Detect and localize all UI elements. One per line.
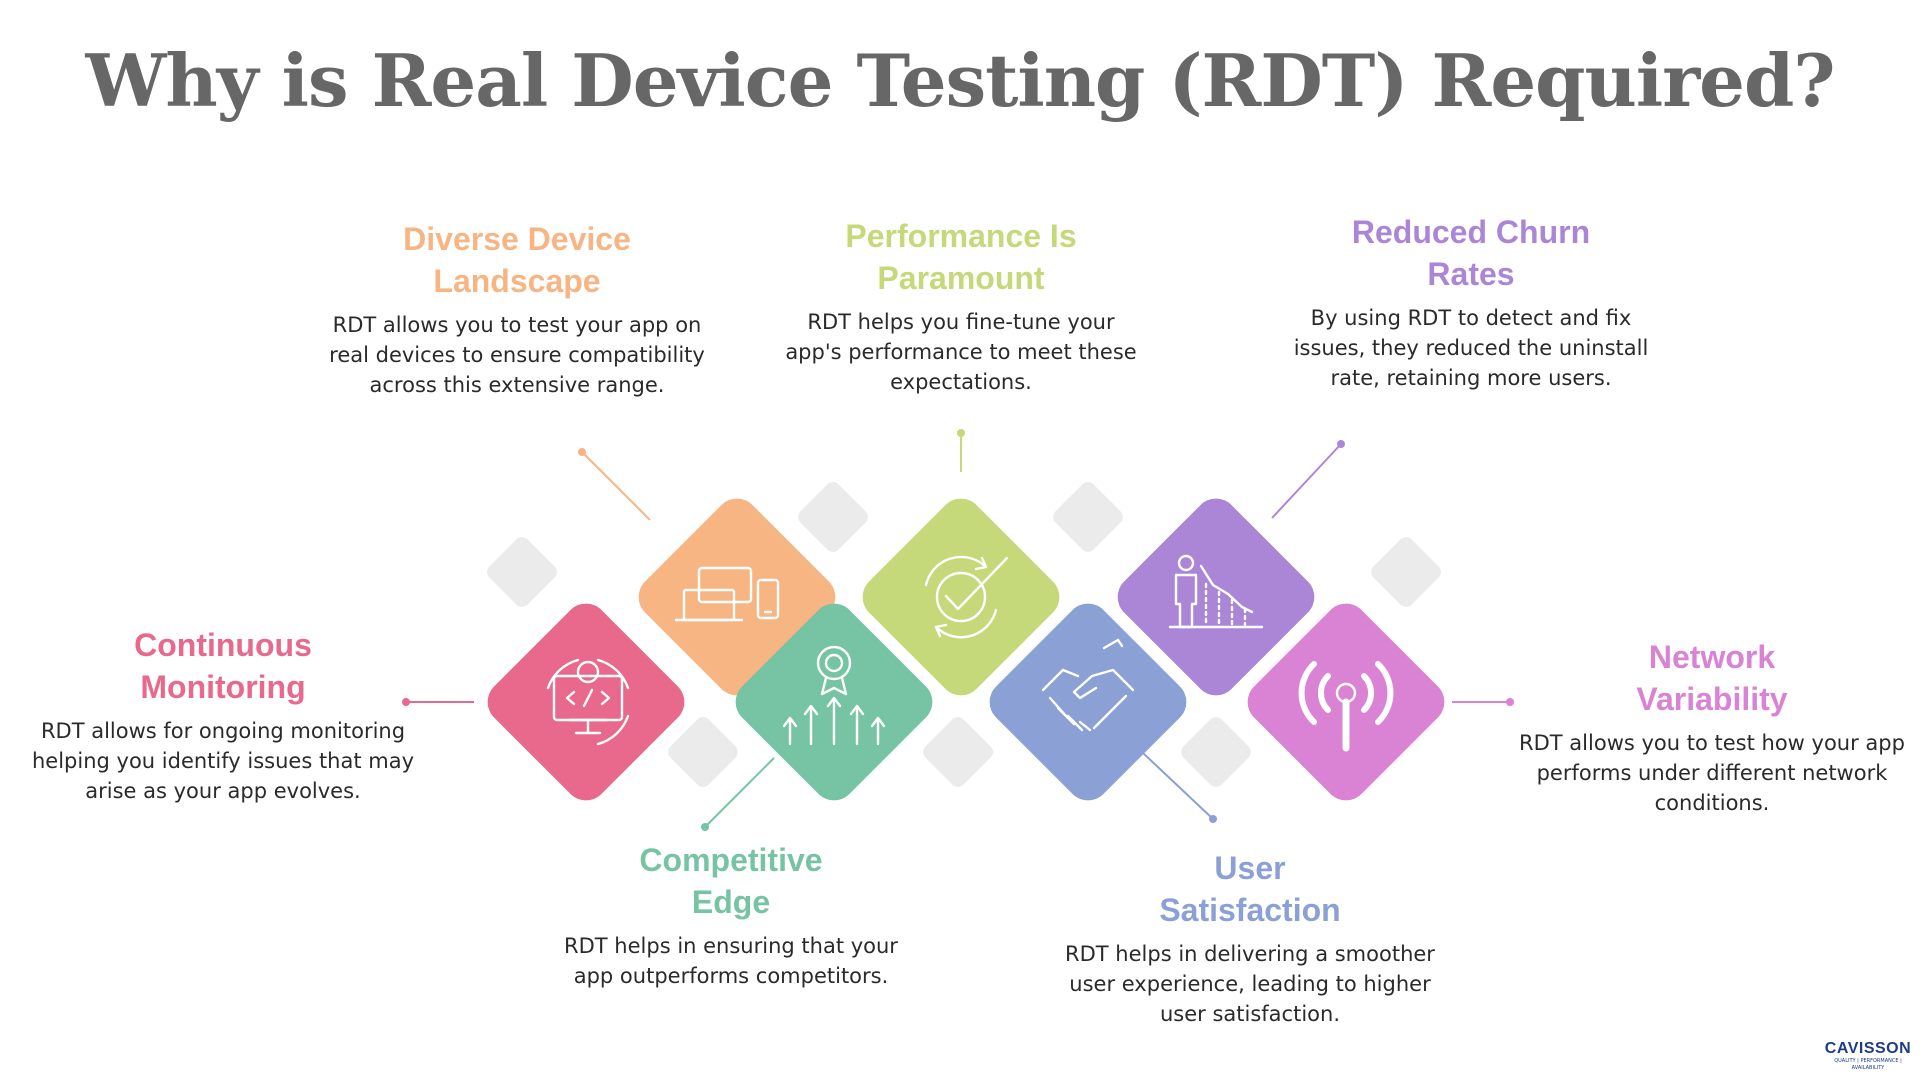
antenna-signal-icon — [1298, 661, 1394, 752]
decor-diamond — [1181, 717, 1251, 787]
item-description: By using RDT to detect and fix issues, t… — [1293, 306, 1649, 390]
item-description: RDT helps in ensuring that your app outp… — [564, 934, 898, 988]
decor-diamond — [668, 717, 738, 787]
connector-dot — [957, 429, 965, 437]
item-heading: User Satisfaction — [1159, 850, 1341, 928]
item-heading: Competitive Edge — [639, 842, 823, 920]
item-description: RDT allows for ongoing monitoring helpin… — [31, 719, 415, 803]
item-description: RDT allows you to test how your app perf… — [1519, 731, 1905, 815]
connector-competitive — [704, 757, 775, 828]
item-performance: Performance Is Paramount RDT helps you f… — [761, 215, 1161, 397]
item-heading: Network Variability — [1636, 639, 1788, 717]
connector-churn — [1271, 443, 1342, 519]
monitor-code-icon — [546, 658, 630, 746]
item-heading: Continuous Monitoring — [134, 627, 312, 705]
devices-icon — [674, 566, 780, 622]
item-description: RDT allows you to test your app on real … — [329, 313, 705, 397]
satisfaction-diamond — [989, 603, 1187, 801]
item-diverse: Diverse Device Landscape RDT allows you … — [317, 218, 717, 400]
item-competitive: Competitive Edge RDT helps in ensuring t… — [531, 839, 931, 991]
page-title: Why is Real Device Testing (RDT) Require… — [85, 38, 1836, 123]
connector-diverse — [581, 451, 651, 521]
item-heading: Performance Is Paramount — [845, 218, 1077, 296]
churn-diamond — [1117, 498, 1315, 696]
award-arrows-icon — [782, 645, 886, 746]
decor-diamond — [798, 482, 868, 552]
decor-diamond — [1371, 537, 1441, 607]
item-heading: Reduced Churn Rates — [1351, 214, 1591, 292]
brand-tagline: QUALITY | PERFORMANCE | AVAILABILITY — [1834, 1058, 1902, 1071]
connector-dot — [1209, 815, 1217, 823]
item-churn: Reduced Churn Rates By using RDT to dete… — [1271, 211, 1671, 393]
connector-satisfaction — [1142, 752, 1214, 820]
handshake-icon — [1041, 638, 1135, 732]
item-monitoring: Continuous Monitoring RDT allows for ong… — [23, 624, 423, 806]
decor-diamond — [1053, 482, 1123, 552]
user-decline-chart-icon — [1168, 554, 1264, 629]
item-description: RDT helps in delivering a smoother user … — [1065, 942, 1435, 1026]
item-heading: Diverse Device Landscape — [403, 221, 631, 299]
decor-diamond — [487, 537, 557, 607]
brand-logo: CAVISSON QUALITY | PERFORMANCE | AVAILAB… — [1822, 1040, 1914, 1072]
connector-dot — [402, 698, 410, 706]
check-cycle-icon — [924, 555, 1009, 639]
connector-dot — [578, 448, 586, 456]
item-satisfaction: User Satisfaction RDT helps in deliverin… — [1050, 847, 1450, 1029]
item-description: RDT helps you fine-tune your app's perfo… — [785, 310, 1137, 394]
connector-dot — [1337, 440, 1345, 448]
decor-diamond — [923, 717, 993, 787]
item-network: Network Variability RDT allows you to te… — [1512, 636, 1912, 818]
performance-diamond — [862, 498, 1060, 696]
connector-dot — [1506, 698, 1514, 706]
connector-dot — [701, 823, 709, 831]
brand-name: CAVISSON — [1824, 1040, 1912, 1057]
